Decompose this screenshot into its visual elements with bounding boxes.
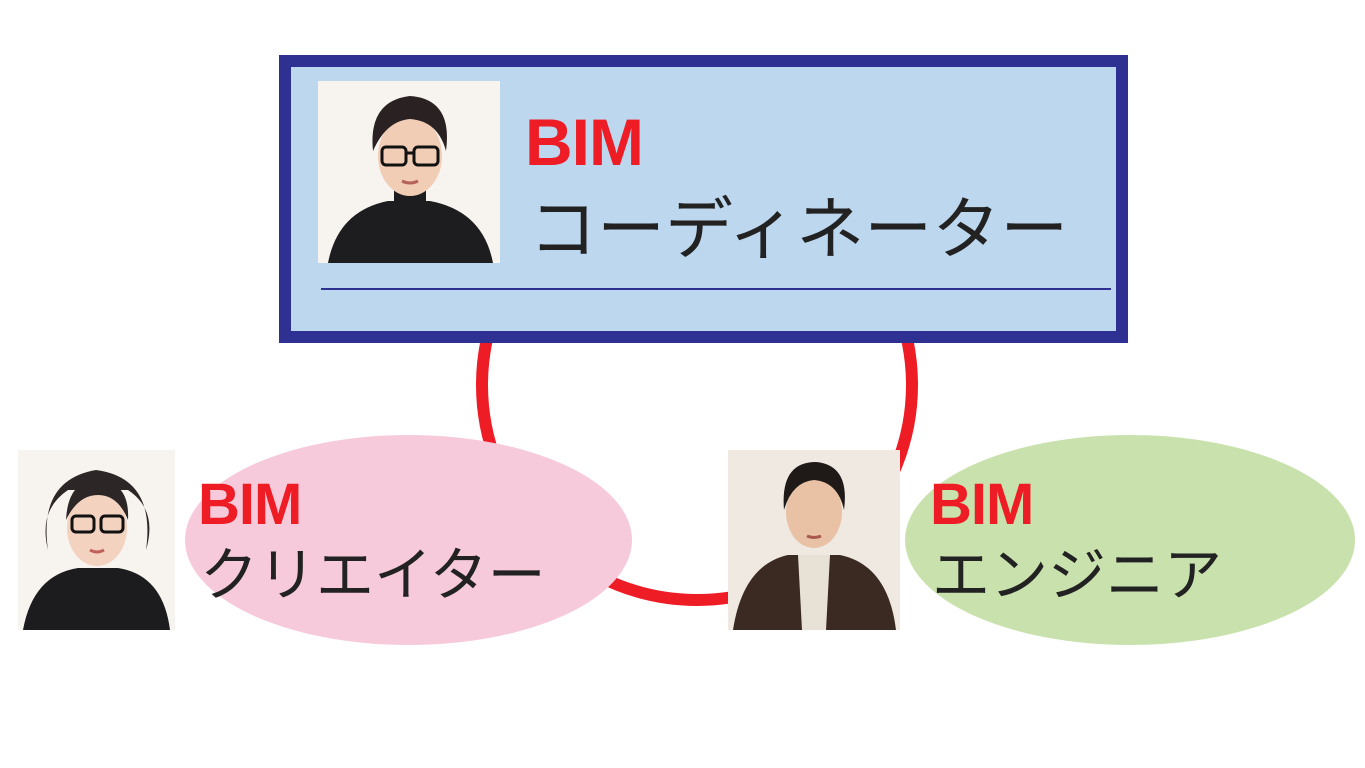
engineer-role-label: エンジニア <box>932 541 1223 609</box>
coordinator-portrait-icon <box>318 81 500 263</box>
coordinator-role-label: コーディネーター <box>529 191 1069 270</box>
creator-portrait-icon <box>18 450 175 630</box>
engineer-portrait-icon <box>728 450 900 630</box>
coordinator-box: BIM コーディネーター <box>279 55 1128 343</box>
creator-ellipse <box>185 435 632 645</box>
engineer-bim-label: BIM <box>930 472 1034 537</box>
engineer-ellipse <box>905 435 1355 645</box>
coordinator-bim-label: BIM <box>525 105 644 179</box>
divider-line <box>321 288 1111 290</box>
creator-bim-label: BIM <box>198 472 302 537</box>
creator-role-label: クリエイター <box>200 541 546 609</box>
